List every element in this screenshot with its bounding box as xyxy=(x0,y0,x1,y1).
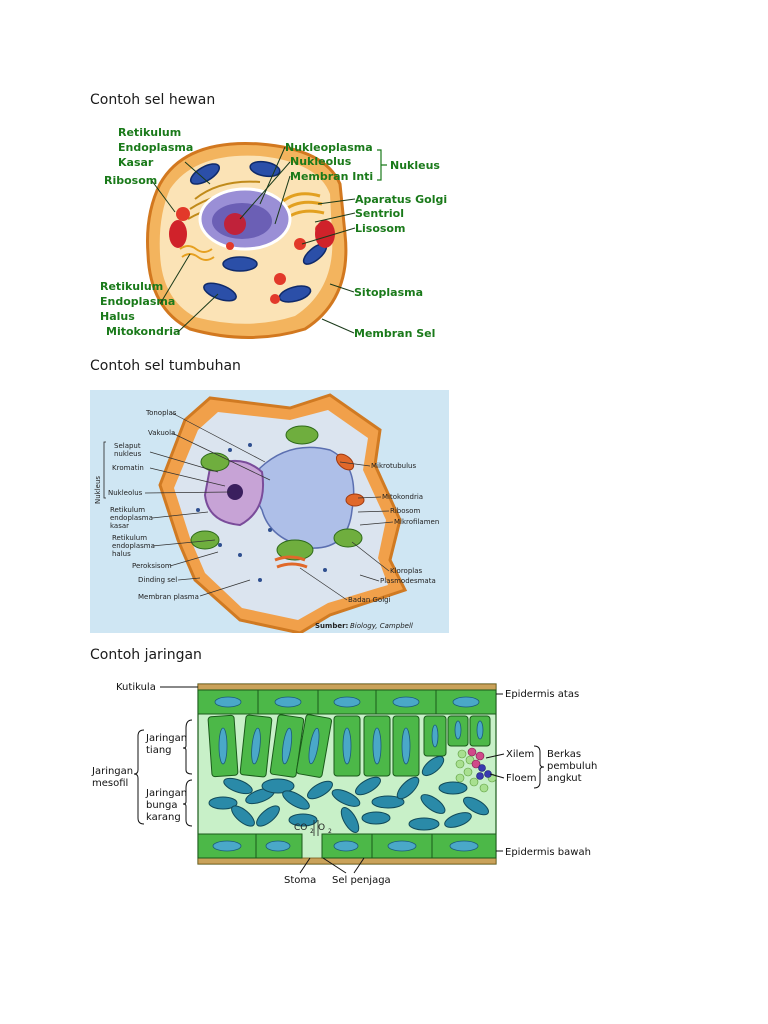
co2-label: CO xyxy=(294,823,307,833)
plant-source-label: Sumber: xyxy=(315,622,349,630)
label-berkas-2: pembuluh xyxy=(547,761,597,772)
label-nukleoplasma: Nukleoplasma xyxy=(285,141,373,154)
plant-label-badan-golgi: Badan Golgi xyxy=(348,596,391,604)
plant-label-rek-3: kasar xyxy=(110,522,129,530)
plant-source-value: Biology, Campbell xyxy=(350,622,413,630)
plant-label-kloroplas: Kloroplas xyxy=(390,567,423,575)
label-ret-kasar-3: Kasar xyxy=(118,156,154,169)
smooth-er xyxy=(179,245,215,261)
xylem xyxy=(467,747,485,769)
label-mitokondria: Mitokondria xyxy=(106,325,180,338)
animal-cell-diagram: Retikulum Endoplasma Kasar Ribosom Retik… xyxy=(90,124,449,344)
label-nukleolus: Nukleolus xyxy=(290,155,352,168)
label-epidermis-atas: Epidermis atas xyxy=(505,689,579,700)
phloem xyxy=(476,764,492,780)
leaf-tissue-diagram: CO 2 O 2 Kutikula Jaringan tiang Jaringa… xyxy=(91,682,597,886)
plant-label-ribosom: Ribosom xyxy=(390,507,420,515)
label-ribosom: Ribosom xyxy=(104,174,157,187)
plant-cell-diagram: Tonoplas Vakuola Selaput nukleus Kromati… xyxy=(90,390,449,633)
plant-label-plasmodesmata: Plasmodesmata xyxy=(380,577,436,585)
label-epidermis-bawah: Epidermis bawah xyxy=(505,847,591,858)
label-sentriol: Sentriol xyxy=(355,207,404,220)
chloroplasts xyxy=(190,425,363,561)
label-tiang-2: tiang xyxy=(146,745,172,756)
plant-label-reh-3: halus xyxy=(112,550,131,558)
spongy-cells xyxy=(208,755,489,833)
mitochondria xyxy=(189,160,328,303)
plant-label-dinding-sel: Dinding sel xyxy=(138,576,177,584)
label-ret-kasar-2: Endoplasma xyxy=(118,141,193,154)
label-membran-inti: Membran Inti xyxy=(290,170,373,183)
label-nukleus: Nukleus xyxy=(390,159,440,172)
label-lisosom: Lisosom xyxy=(355,222,405,235)
co2-sub: 2 xyxy=(310,828,314,835)
label-floem: Floem xyxy=(506,773,537,784)
label-bunga-2: bunga xyxy=(146,800,178,811)
label-sitoplasma: Sitoplasma xyxy=(354,286,423,299)
plant-label-selaput-1: Selaput xyxy=(114,442,141,450)
plant-label-nukleolus: Nukleolus xyxy=(108,489,143,497)
label-membran-sel: Membran Sel xyxy=(354,327,435,340)
leaf-cross-section xyxy=(197,683,497,865)
plant-label-reh-1: Retikulum xyxy=(112,534,147,542)
plant-label-rek-2: endoplasma xyxy=(110,514,153,522)
plant-label-rek-1: Retikulum xyxy=(110,506,145,514)
nucleus xyxy=(198,187,292,251)
plant-label-selaput-2: nukleus xyxy=(114,450,142,458)
label-stoma: Stoma xyxy=(284,875,316,886)
label-bunga-1: Jaringan xyxy=(145,788,187,799)
plant-label-mikrofilamen: Mikrofilamen xyxy=(394,518,439,526)
cuticle xyxy=(197,683,497,691)
plant-label-mitokondria: Mitokondria xyxy=(382,493,423,501)
label-xilem: Xilem xyxy=(506,749,534,760)
label-ret-halus-1: Retikulum xyxy=(100,280,163,293)
animal-cell-heading: Contoh sel hewan xyxy=(90,92,216,108)
label-berkas-3: angkut xyxy=(547,773,582,784)
plant-label-reh-2: endoplasma xyxy=(112,542,155,550)
label-kutikula: Kutikula xyxy=(116,682,156,693)
plant-label-peroksisom: Peroksisom xyxy=(132,562,172,570)
plant-label-tonoplas: Tonoplas xyxy=(145,409,177,417)
o2-label: O xyxy=(318,823,325,833)
gas-exchange: CO 2 O 2 xyxy=(294,823,332,835)
label-bunga-3: karang xyxy=(146,812,181,823)
plant-label-membran-plasma: Membran plasma xyxy=(138,593,199,601)
plant-label-mikrotubulus: Mikrotubulus xyxy=(371,462,416,470)
label-aparatus-golgi: Aparatus Golgi xyxy=(355,193,447,206)
label-ret-halus-3: Halus xyxy=(100,310,135,323)
plant-label-nukleus-side: Nukleus xyxy=(94,476,102,504)
label-ret-halus-2: Endoplasma xyxy=(100,295,175,308)
label-mesofil-1: Jaringan xyxy=(91,766,133,777)
plant-cell-heading: Contoh sel tumbuhan xyxy=(90,358,241,374)
vascular-bundle xyxy=(455,747,497,793)
lysosomes xyxy=(176,207,325,304)
red-organelles xyxy=(169,220,335,248)
label-berkas-1: Berkas xyxy=(547,749,581,760)
plant-nucleus xyxy=(203,460,264,527)
label-ret-kasar-1: Retikulum xyxy=(118,126,181,139)
plant-mitochondria xyxy=(335,453,365,507)
tissue-heading: Contoh jaringan xyxy=(90,647,202,663)
label-tiang-1: Jaringan xyxy=(145,733,187,744)
plant-golgi xyxy=(274,555,308,569)
label-sel-penjaga: Sel penjaga xyxy=(332,875,391,886)
plant-label-vakuola: Vakuola xyxy=(148,429,175,437)
plant-label-kromatin: Kromatin xyxy=(112,464,144,472)
o2-sub: 2 xyxy=(328,828,332,835)
label-mesofil-2: mesofil xyxy=(92,778,128,789)
